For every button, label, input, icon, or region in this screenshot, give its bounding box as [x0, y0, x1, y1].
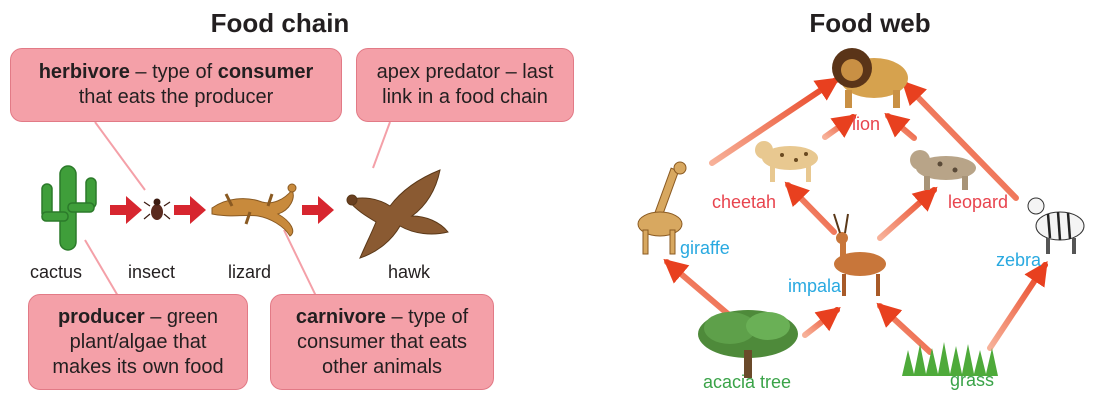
leopard-label: leopard: [948, 192, 1008, 213]
arrow-grass-zebra: [990, 265, 1045, 348]
lion-label: lion: [852, 114, 880, 135]
producer-pointer-line: [85, 240, 118, 296]
lizard-label: lizard: [228, 262, 271, 283]
producer-line3: makes its own food: [29, 355, 247, 380]
leopard-icon: [910, 150, 976, 190]
consumer-term: consumer: [218, 61, 314, 83]
carnivore-definition-box: carnivore – type of consumer that eats o…: [270, 294, 494, 390]
apex-predator-box: apex predator – last link in a food chai…: [356, 48, 574, 122]
grass-label: grass: [950, 370, 994, 391]
food-chain-title: Food chain: [190, 8, 370, 39]
arrow-lizard-hawk: [302, 196, 334, 224]
insect-icon: [144, 199, 170, 221]
arrow-grass-impala: [880, 306, 930, 352]
arrow-impala-cheetah: [788, 185, 834, 232]
food-web-title: Food web: [780, 8, 960, 39]
herbivore-definition-box: herbivore – type of consumer that eats t…: [10, 48, 342, 122]
apex-line2: link in a food chain: [357, 85, 573, 110]
arrow-acacia-impala: [805, 310, 837, 335]
impala-icon: [834, 214, 886, 296]
herbivore-line2: that eats the producer: [11, 85, 341, 110]
arrow-cheetah-lion: [825, 117, 853, 137]
cheetah-icon: [755, 141, 818, 182]
cactus-icon: [42, 166, 96, 250]
producer-line2: plant/algae that: [29, 330, 247, 355]
arrow-insect-lizard: [174, 196, 206, 224]
arrow-cactus-insect: [110, 196, 142, 224]
acacia-tree-label: acacia tree: [703, 372, 791, 393]
apex-pointer-line: [373, 122, 390, 168]
hawk-icon: [347, 170, 448, 258]
arrow-acacia-giraffe: [667, 262, 735, 320]
producer-term: producer: [58, 306, 145, 328]
herbivore-pointer-line: [95, 122, 145, 190]
carnivore-line3: other animals: [271, 355, 493, 380]
giraffe-label: giraffe: [680, 238, 730, 259]
impala-label: impala: [788, 276, 841, 297]
apex-line1: apex predator – last: [357, 60, 573, 85]
arrow-zebra-lion: [905, 84, 1016, 198]
zebra-label: zebra: [996, 250, 1041, 271]
cheetah-label: cheetah: [712, 192, 776, 213]
zebra-icon: [1028, 198, 1084, 254]
insect-label: insect: [128, 262, 175, 283]
giraffe-icon: [638, 162, 686, 254]
carnivore-text: – type of: [386, 306, 468, 328]
cactus-label: cactus: [30, 262, 82, 283]
arrow-impala-leopard: [880, 190, 934, 238]
lizard-icon: [212, 184, 296, 236]
carnivore-pointer-line: [284, 230, 316, 296]
herbivore-text: – type of: [130, 61, 218, 83]
carnivore-term: carnivore: [296, 306, 386, 328]
lion-icon: [832, 48, 908, 108]
producer-text: – green: [145, 306, 218, 328]
acacia-tree-icon: [698, 310, 798, 378]
herbivore-term: herbivore: [39, 61, 130, 83]
arrow-leopard-lion: [888, 116, 914, 138]
producer-definition-box: producer – green plant/algae that makes …: [28, 294, 248, 390]
carnivore-line2: consumer that eats: [271, 330, 493, 355]
hawk-label: hawk: [388, 262, 430, 283]
